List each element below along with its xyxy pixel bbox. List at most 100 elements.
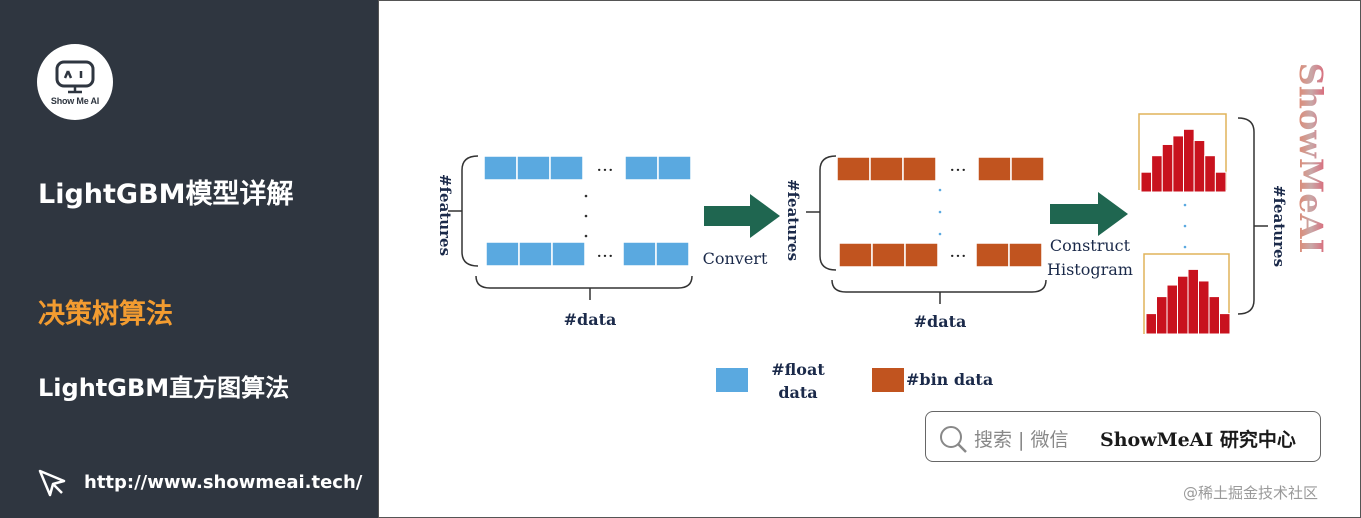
- brand-vertical-text: ShowMeAI: [1292, 63, 1330, 254]
- watermark: @稀土掘金技术社区: [1183, 484, 1319, 502]
- histogram-bar: [1140, 171, 1153, 193]
- bin-cell: [904, 242, 939, 268]
- bin-data-matrix: #features ··· ···: [784, 155, 1047, 331]
- bin-cell: [836, 156, 871, 182]
- histogram-bar: [1172, 135, 1184, 193]
- histogram-bars: [1145, 268, 1231, 335]
- float-cell: [622, 241, 657, 267]
- float-cell: [549, 155, 584, 181]
- histogram-bar: [1156, 296, 1168, 335]
- histogram-diagram: #features ··· ···: [436, 113, 1288, 402]
- arrow-shaft: [1050, 204, 1098, 224]
- legend-float-label: #float: [771, 360, 825, 379]
- convert-arrow: Convert: [703, 194, 780, 268]
- mid-features-label: #features: [784, 179, 802, 261]
- legend: #float data #bin data: [716, 360, 993, 402]
- ellipsis: ···: [949, 160, 966, 181]
- arrow-head: [750, 194, 780, 238]
- histogram-bar: [1193, 140, 1206, 193]
- histogram-bar: [1177, 275, 1189, 335]
- histogram-top: [1138, 113, 1227, 193]
- mid-bottom-brace: [831, 279, 1047, 293]
- search-brand: ShowMeAI 研究中心: [1100, 429, 1296, 451]
- bin-cell: [838, 242, 873, 268]
- ellipsis: ···: [949, 246, 966, 267]
- histogram-bar: [1183, 128, 1195, 193]
- histogram-frame: [1138, 113, 1227, 190]
- logo-text: Show Me AI: [50, 96, 100, 106]
- bottom-brace: [475, 275, 693, 289]
- float-cell: [624, 155, 659, 181]
- float-cell: [655, 241, 690, 267]
- vertical-dots: [584, 194, 588, 238]
- bin-cell: [977, 156, 1012, 182]
- robot-icon: [55, 60, 95, 94]
- float-cell: [551, 241, 586, 267]
- arrow-shaft: [704, 206, 750, 226]
- histogram-frame: [1143, 253, 1230, 334]
- float-cell: [518, 241, 553, 267]
- histogram-bottom: [1143, 253, 1231, 335]
- left-brace: [461, 155, 479, 267]
- histogram-label: Histogram: [1047, 260, 1133, 279]
- bin-cell: [975, 242, 1010, 268]
- mid-data-label: #data: [914, 312, 967, 331]
- float-cell: [483, 155, 518, 181]
- bin-cell: [1010, 156, 1045, 182]
- section-title: 决策树算法: [38, 299, 173, 330]
- showmeai-logo: Show Me AI: [37, 44, 113, 120]
- left-data-label: #data: [564, 310, 617, 329]
- histogram-bar: [1187, 268, 1199, 335]
- page-title: LightGBM模型详解: [38, 179, 294, 210]
- histogram-bar: [1208, 296, 1220, 335]
- histogram-bar: [1214, 171, 1227, 193]
- ellipsis: ···: [596, 160, 613, 181]
- vertical-dots: [938, 188, 942, 236]
- histogram-bar: [1161, 143, 1174, 193]
- float-cell: [485, 241, 520, 267]
- histogram-bar: [1204, 155, 1216, 193]
- histogram-bar: [1166, 284, 1178, 335]
- convert-label: Convert: [703, 249, 768, 268]
- float-cell: [657, 155, 692, 181]
- construct-histogram-arrow: Construct Histogram: [1047, 192, 1133, 279]
- right-brace: [1237, 117, 1255, 315]
- bin-cell: [1008, 242, 1043, 268]
- histogram-bar: [1145, 313, 1157, 335]
- search-icon: [940, 426, 967, 453]
- legend-bin-label: #bin data: [906, 370, 993, 389]
- search-box[interactable]: 搜索 | 微信 ShowMeAI 研究中心: [925, 411, 1321, 462]
- histogram-bar: [1198, 280, 1210, 335]
- histogram-bars: [1140, 128, 1227, 193]
- website-link[interactable]: http://www.showmeai.tech/: [84, 472, 363, 493]
- bin-cell: [869, 156, 904, 182]
- subsection-title: LightGBM直方图算法: [38, 374, 290, 402]
- vertical-dots: [1183, 203, 1187, 249]
- right-features-label: #features: [1270, 185, 1288, 267]
- bin-cell: [902, 156, 937, 182]
- showmeai-vertical-logo: ShowMeAI: [1290, 38, 1330, 278]
- sidebar: Show Me AI LightGBM模型详解 决策树算法 LightGBM直方…: [0, 0, 378, 518]
- construct-label: Construct: [1050, 236, 1131, 255]
- arrow-head: [1098, 192, 1128, 236]
- float-row-top: ···: [483, 155, 692, 181]
- left-features-label: #features: [436, 174, 454, 256]
- legend-bin-swatch: [872, 368, 904, 392]
- bin-cell: [871, 242, 906, 268]
- diagram-panel: #features ··· ···: [378, 0, 1361, 518]
- bin-row-bottom: ···: [838, 242, 1043, 268]
- bin-row-top: ···: [836, 156, 1045, 182]
- brand-vertical-label: ShowMeAI: [1292, 63, 1326, 254]
- ellipsis: ···: [596, 246, 613, 267]
- search-label: 搜索 | 微信: [974, 429, 1069, 451]
- float-row-bottom: ···: [485, 241, 690, 267]
- cursor-icon: [38, 469, 66, 497]
- legend-float-label-2: data: [778, 383, 817, 402]
- histogram-bar: [1219, 313, 1231, 335]
- legend-float-swatch: [716, 368, 748, 392]
- histogram-bar: [1151, 155, 1163, 193]
- mid-brace: [819, 155, 837, 271]
- float-data-matrix: #features ··· ···: [436, 155, 693, 329]
- float-cell: [516, 155, 551, 181]
